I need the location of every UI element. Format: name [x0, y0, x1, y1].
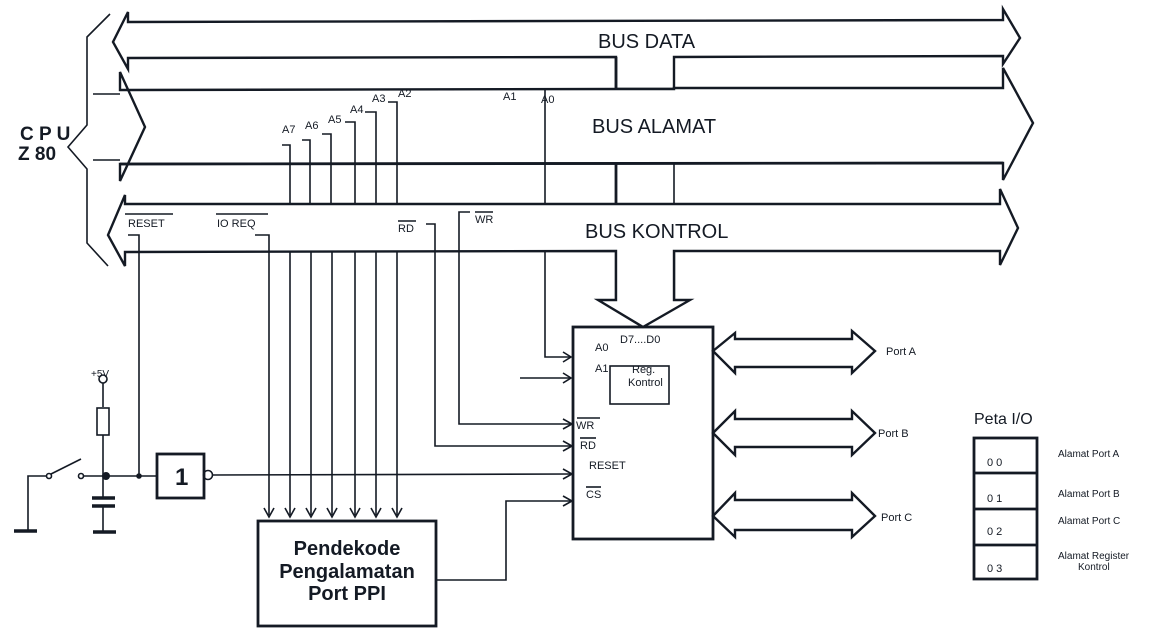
addr-label-a7: A7 [282, 124, 295, 136]
decoder-input-arrows [263, 507, 403, 519]
io-map-label-1: Alamat Port B [1058, 489, 1120, 500]
ppi-8255-block [571, 325, 715, 541]
iorq-signal-label: IO REQ [217, 218, 256, 230]
ppi-pin-cs: CS [586, 489, 601, 501]
reset-signal-label: RESET [128, 218, 165, 230]
ppi-data-pins-label: D7....D0 [620, 334, 660, 346]
decoder-title-line1: Pendekode [294, 538, 401, 560]
io-map-label-2: Alamat Port C [1058, 516, 1120, 527]
address-bus-arrow [118, 67, 1035, 182]
control-register-label-1: Reg. [632, 364, 655, 376]
address-bus-label: BUS ALAMAT [592, 116, 716, 138]
reset-circuit [14, 374, 574, 534]
ppi-pin-a0: A0 [595, 342, 608, 354]
vcc-label: +5V [91, 369, 109, 380]
addr-label-a3: A3 [372, 93, 385, 105]
address-decoder-block [256, 519, 438, 628]
data-bus-arrow [111, 4, 1022, 91]
cpu-label: C P U [20, 124, 70, 145]
addr-label-a5: A5 [328, 114, 341, 126]
io-map-address-0: 0 0 [987, 457, 1002, 469]
addr-label-a1: A1 [503, 91, 516, 103]
io-map-label-3-line2: Kontrol [1078, 562, 1110, 573]
io-map-label-3: Alamat Register Kontrol [1058, 551, 1132, 573]
port-b-arrow [711, 408, 877, 458]
control-register-label-2: Kontrol [628, 377, 663, 389]
addr-label-a2: A2 [398, 88, 411, 100]
ppi-pin-wr: WR [576, 420, 594, 432]
addr-label-a0: A0 [541, 94, 554, 106]
decoder-title-line3: Port PPI [308, 583, 386, 605]
io-map-address-3: 0 3 [987, 563, 1002, 575]
port-a-label: Port A [886, 346, 917, 358]
switch-icon [27, 475, 46, 531]
rd-signal-label: RD [398, 223, 414, 235]
addr-label-a4: A4 [350, 104, 363, 116]
io-map-address-2: 0 2 [987, 526, 1002, 538]
io-map-table [972, 436, 1039, 581]
port-c-label: Port C [881, 512, 912, 524]
wr-signal-label: WR [475, 214, 493, 226]
io-map-label-3-line1: Alamat Register [1058, 551, 1130, 562]
ppi-pin-a1: A1 [595, 363, 608, 375]
io-map-title: Peta I/O [974, 411, 1033, 428]
port-c-arrow [711, 490, 877, 540]
resistor-icon [96, 407, 110, 436]
addr-label-a6: A6 [305, 120, 318, 132]
io-map-label-0: Alamat Port A [1058, 449, 1119, 460]
ppi-pin-rd: RD [580, 440, 596, 452]
control-register-box [609, 365, 670, 405]
control-bus-arrow [106, 188, 1020, 302]
cs-wire [436, 500, 572, 581]
control-bus-label: BUS KONTROL [585, 221, 728, 243]
port-a-arrow [711, 328, 877, 376]
inverter-bubble-icon [202, 469, 214, 481]
inverter-label: 1 [175, 464, 188, 491]
decoder-title-line2: Pengalamatan [279, 561, 415, 583]
address-taps [282, 90, 573, 515]
control-wires [128, 211, 574, 515]
cpu-brace [66, 13, 120, 267]
port-arrows [711, 328, 877, 540]
io-map-address-1: 0 1 [987, 493, 1002, 505]
data-bus-label: BUS DATA [598, 31, 696, 53]
port-b-label: Port B [878, 428, 909, 440]
data-bus-to-ppi-arrow [593, 252, 695, 329]
cpu-model-label: Z 80 [18, 144, 56, 165]
ppi-pin-reset: RESET [589, 460, 626, 472]
